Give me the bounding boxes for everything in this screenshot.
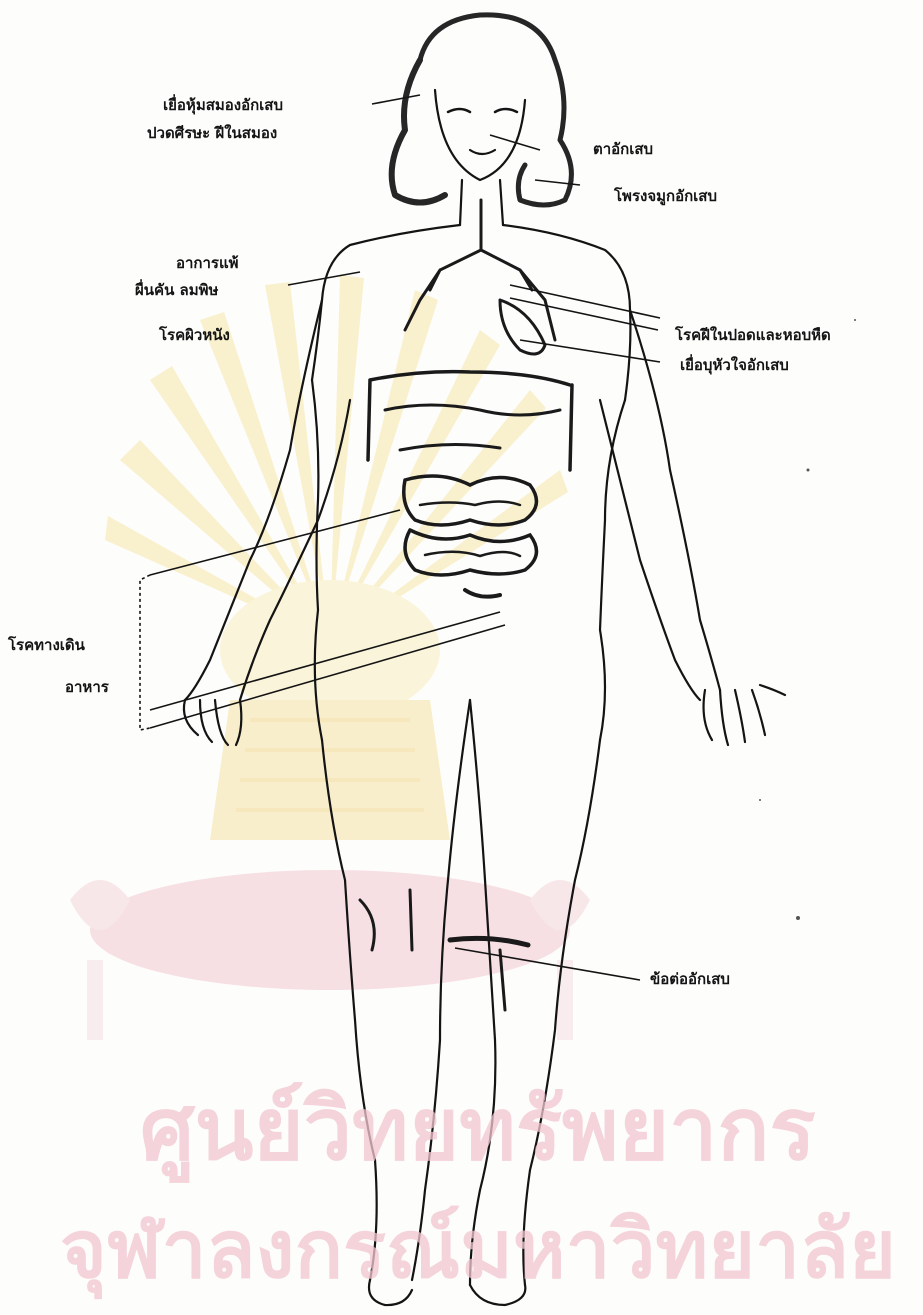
- label-allergy-2: ผื่นคัน ลมพิษ: [135, 281, 218, 299]
- watermark-line-1: ศูนย์วิทยทรัพยากร: [140, 1080, 820, 1180]
- label-lung: โรคฝีในปอดและหอบหืด: [675, 326, 831, 344]
- watermark-emblem: [70, 275, 590, 1040]
- label-meningitis: เยื่อหุ้มสมองอักเสบ: [163, 96, 283, 114]
- label-allergy-1: อาการแพ้: [176, 254, 239, 272]
- label-heart: เยื่อบุหัวใจอักเสบ: [680, 356, 789, 374]
- scan-noise: [759, 319, 856, 920]
- label-eye: ตาอักเสบ: [593, 140, 653, 158]
- label-skin: โรคผิวหนัง: [159, 326, 230, 344]
- label-headache: ปวดศีรษะ ฝีในสมอง: [147, 124, 277, 142]
- label-sinus: โพรงจมูกอักเสบ: [614, 187, 717, 205]
- label-gi-1: โรคทางเดิน: [8, 636, 85, 654]
- label-gi-2: อาหาร: [65, 678, 109, 696]
- watermark-line-2: จุฬาลงกรณ์มหาวิทยาลัย: [60, 1200, 860, 1300]
- label-joint: ข้อต่ออักเสบ: [650, 970, 730, 988]
